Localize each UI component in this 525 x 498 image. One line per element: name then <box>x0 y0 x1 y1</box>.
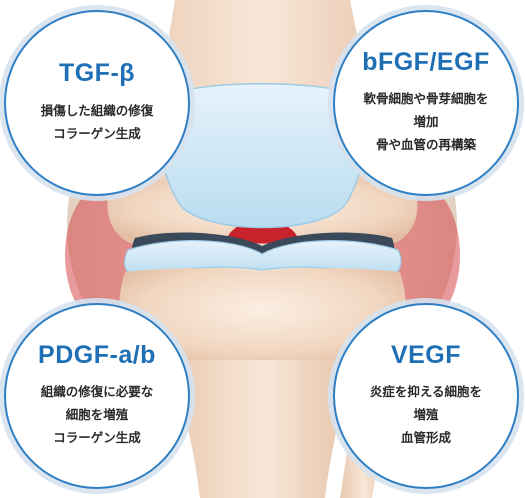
factor-effect: 増加 <box>413 114 439 130</box>
factor-effect: 損傷した組織の修復 <box>40 102 154 118</box>
factor-effect: 組織の修復に必要な <box>40 384 154 400</box>
patellar-cartilage <box>158 83 366 229</box>
factor-circle-vegf: VEGF 炎症を抑える細胞を 増殖 血管形成 <box>333 303 519 489</box>
factor-effect: 細胞を増殖 <box>65 407 129 423</box>
tibia-shaft <box>170 360 355 498</box>
factor-circle-tgf-beta: TGF-β 損傷した組織の修復 コラーゲン生成 <box>4 10 190 196</box>
factor-circle-pdgf-ab: PDGF-a/b 組織の修復に必要な 細胞を増殖 コラーゲン生成 <box>4 303 190 489</box>
factor-circle-bfgf-egf: bFGF/EGF 軟骨細胞や骨芽細胞を 増加 骨や血管の再構築 <box>333 10 519 196</box>
factor-title: PDGF-a/b <box>38 340 156 369</box>
factor-effect: 血管形成 <box>400 430 451 446</box>
factor-title: TGF-β <box>58 59 136 88</box>
factor-title: bFGF/EGF <box>362 47 490 76</box>
tibia-head <box>119 268 406 372</box>
factor-effect: 増殖 <box>413 407 439 423</box>
factor-effect: 骨や血管の再構築 <box>375 137 476 153</box>
factor-effect: コラーゲン生成 <box>53 125 141 141</box>
factor-title: VEGF <box>390 340 462 369</box>
factor-effect: 炎症を抑える細胞を <box>369 384 483 400</box>
factor-effect: 軟骨細胞や骨芽細胞を <box>363 91 489 107</box>
factor-effect: コラーゲン生成 <box>53 430 141 446</box>
